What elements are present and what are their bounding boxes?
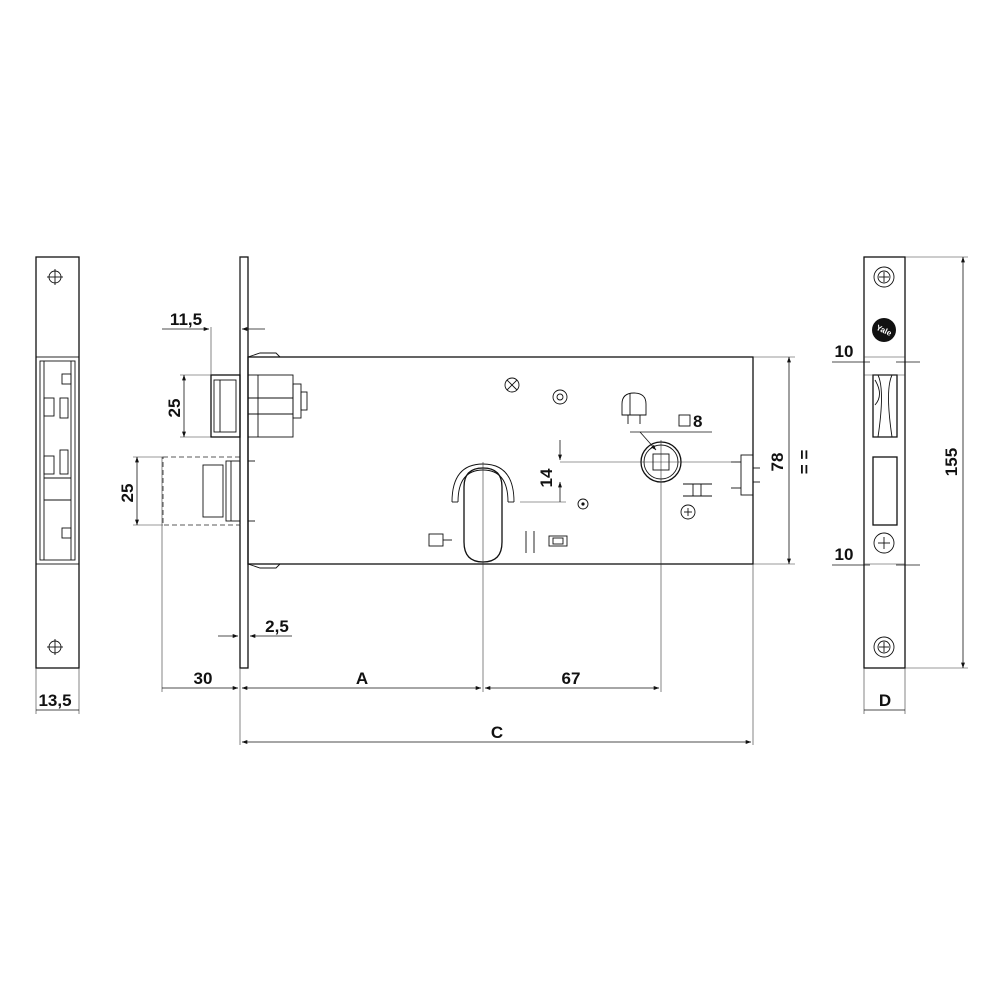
faceplate-deadbolt-opening [872,456,898,526]
dim-2-5-label: 2,5 [265,617,289,636]
dim-C-label: C [491,723,503,742]
dim-25-latch-label: 25 [165,399,184,418]
case-pin-top [552,389,568,405]
faceplate-outline [863,256,906,669]
internal-guide-bottom [428,531,568,553]
case-screw-top [504,377,520,393]
dimension-25-latch: 25 [165,374,211,438]
faceplate-screw-hole-top [873,266,895,288]
side-screw-hole-top [47,269,63,285]
dimension-row-bottom: 30 A 67 [162,669,660,690]
dimension-25-deadbolt: 25 [118,456,163,526]
dim-11-5-label: 11,5 [170,310,202,329]
dim-13-5-label: 13,5 [38,691,71,710]
faceplate-center-screw [873,532,895,554]
side-faceplate-outline [35,256,80,669]
dim-8-label: 8 [693,412,702,431]
forend-plate [239,256,249,669]
internal-lever-top [621,392,647,424]
dimension-10-bottom: 10 [832,545,920,566]
dim-10-top-label: 10 [835,342,854,361]
lock-case [247,356,754,565]
dim-10-bottom-label: 10 [835,545,854,564]
dim-equal-marks-label: = = [795,450,814,475]
dim-67-label: 67 [562,669,581,688]
dimension-14: 14 [520,440,566,503]
deadbolt [162,456,255,526]
dimension-11-5: 11,5 [162,257,265,375]
yale-logo: Yale [872,318,896,342]
dimension-10-top: 10 [832,342,920,376]
dim-25-deadbolt-label: 25 [118,484,137,503]
dim-D-label: D [879,691,891,710]
dim-155-label: 155 [942,448,961,476]
faceplate-screw-hole-bottom [873,636,895,658]
dim-30-label: 30 [194,669,213,688]
case-screw-right [680,504,696,520]
side-screw-hole-bottom [47,639,63,655]
right-faceplate-view: Yale 10 [832,256,968,714]
dimension-C: C [241,723,752,744]
deadbolt-thrown-position [162,456,241,526]
main-front-view: 11,5 25 25 14 8 [118,256,814,745]
square-symbol [678,414,691,427]
switch-contact-right [731,454,760,496]
faceplate-latch-opening [872,374,898,438]
dimension-13-5: 13,5 [35,668,80,714]
dim-14-label: 14 [537,468,556,487]
dim-78-label: 78 [768,453,787,472]
case-pin-small [577,498,589,510]
dimension-78: 78 = = [753,356,814,565]
left-side-view: 13,5 [35,256,80,714]
dim-A-label: A [356,669,368,688]
side-case-body [35,356,80,565]
dimension-155: 155 [905,256,968,669]
case-top-lip [247,352,281,358]
dimension-D: D [863,668,906,714]
dimension-2-5: 2,5 [218,610,292,640]
latch-bolt [210,374,308,438]
internal-guide-right [683,483,712,497]
dimension-square-8: 8 [630,412,712,451]
case-bottom-lip [247,563,281,569]
